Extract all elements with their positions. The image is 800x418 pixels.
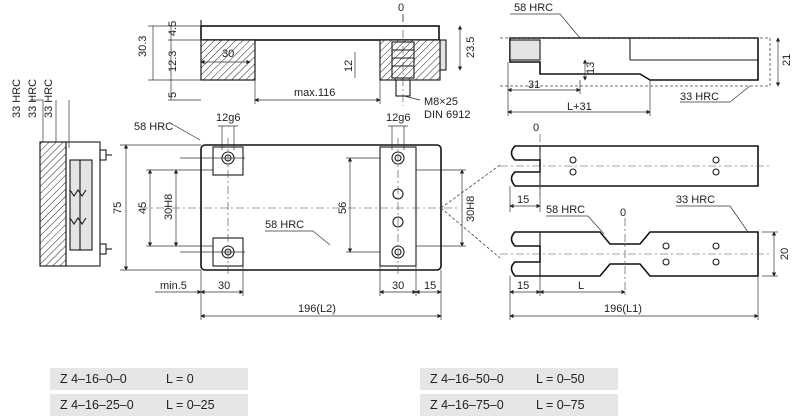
dim-20: 20 xyxy=(779,248,791,260)
top-side-view xyxy=(148,14,463,106)
hrc58-left: 58 HRC xyxy=(134,121,173,133)
dim-12g6-a: 12g6 xyxy=(216,112,240,124)
dim-min5: min.5 xyxy=(160,280,187,292)
dim-75: 75 xyxy=(112,202,124,214)
code: Z 4–16–75–0 xyxy=(430,398,504,412)
dim-30-top: 30 xyxy=(222,48,234,60)
code: Z 4–16–25–0 xyxy=(60,398,134,412)
din-label: DIN 6912 xyxy=(424,109,470,121)
dim-30-left: 30 xyxy=(218,280,230,292)
dim-30h8-a: 30H8 xyxy=(163,194,175,220)
technical-drawing: 0 30.3 4.5 12.3 5 30 12 23.5 max.116 M8×… xyxy=(11,2,793,320)
dim-0-b1: 0 xyxy=(533,122,539,134)
dim-15-b1: 15 xyxy=(517,194,529,206)
dim-4-5: 4.5 xyxy=(167,21,179,36)
dim-30h8-b: 30H8 xyxy=(465,196,477,222)
length: L = 0–25 xyxy=(166,398,215,412)
dim-45: 45 xyxy=(137,202,149,214)
hrc33-right-top: 33 HRC xyxy=(680,91,719,103)
code: Z 4–16–50–0 xyxy=(430,372,504,386)
hrc33-right-bottom: 33 HRC xyxy=(676,194,715,206)
screw-label: M8×25 xyxy=(424,96,458,108)
dim-0-top: 0 xyxy=(398,2,404,14)
hrc58-mid: 58 HRC xyxy=(265,219,304,231)
hrc33-vertical-3: 33 HRC xyxy=(43,79,55,118)
dim-196-l2: 196(L2) xyxy=(298,303,336,315)
dim-23-5: 23.5 xyxy=(465,37,477,58)
code-row-3: Z 4–16–50–0 L = 0–50 xyxy=(420,368,618,390)
dim-0-b2: 0 xyxy=(620,207,626,219)
code: Z 4–16–0–0 xyxy=(60,372,127,386)
length: L = 0 xyxy=(166,372,194,386)
dim-15-b2: 15 xyxy=(517,280,529,292)
dim-56: 56 xyxy=(337,202,349,214)
dim-max116: max.116 xyxy=(294,87,335,99)
length: L = 0–75 xyxy=(536,398,585,412)
dim-12-3: 12.3 xyxy=(167,51,179,72)
dim-21: 21 xyxy=(781,54,793,66)
dim-15-a: 15 xyxy=(424,280,436,292)
order-code-table: Z 4–16–0–0 L = 0 Z 4–16–25–0 L = 0–25 Z … xyxy=(0,364,800,418)
code-row-2: Z 4–16–25–0 L = 0–25 xyxy=(50,394,248,416)
dim-5: 5 xyxy=(167,92,179,98)
hrc58-top-right: 58 HRC xyxy=(514,2,553,14)
dim-30-right: 30 xyxy=(392,280,404,292)
dim-12-top: 12 xyxy=(343,60,355,72)
dim-12g6-b: 12g6 xyxy=(386,112,410,124)
top-right-view xyxy=(500,13,781,116)
dim-30-3: 30.3 xyxy=(137,36,149,57)
dim-31: 31 xyxy=(528,79,540,91)
length: L = 0–50 xyxy=(536,372,585,386)
dim-L: L xyxy=(578,280,584,292)
hrc33-vertical-2: 33 HRC xyxy=(27,79,39,118)
hrc58-right: 58 HRC xyxy=(546,204,585,216)
code-row-1: Z 4–16–0–0 L = 0 xyxy=(50,368,248,390)
hrc33-vertical-1: 33 HRC xyxy=(11,79,23,118)
dim-196-l1: 196(L1) xyxy=(604,303,642,315)
center-plan-view xyxy=(120,123,501,320)
dim-l31: L+31 xyxy=(567,101,592,113)
right-bottom-views xyxy=(500,134,778,320)
left-section-view xyxy=(30,99,112,267)
code-row-4: Z 4–16–75–0 L = 0–75 xyxy=(420,394,618,416)
dim-13: 13 xyxy=(585,62,597,74)
